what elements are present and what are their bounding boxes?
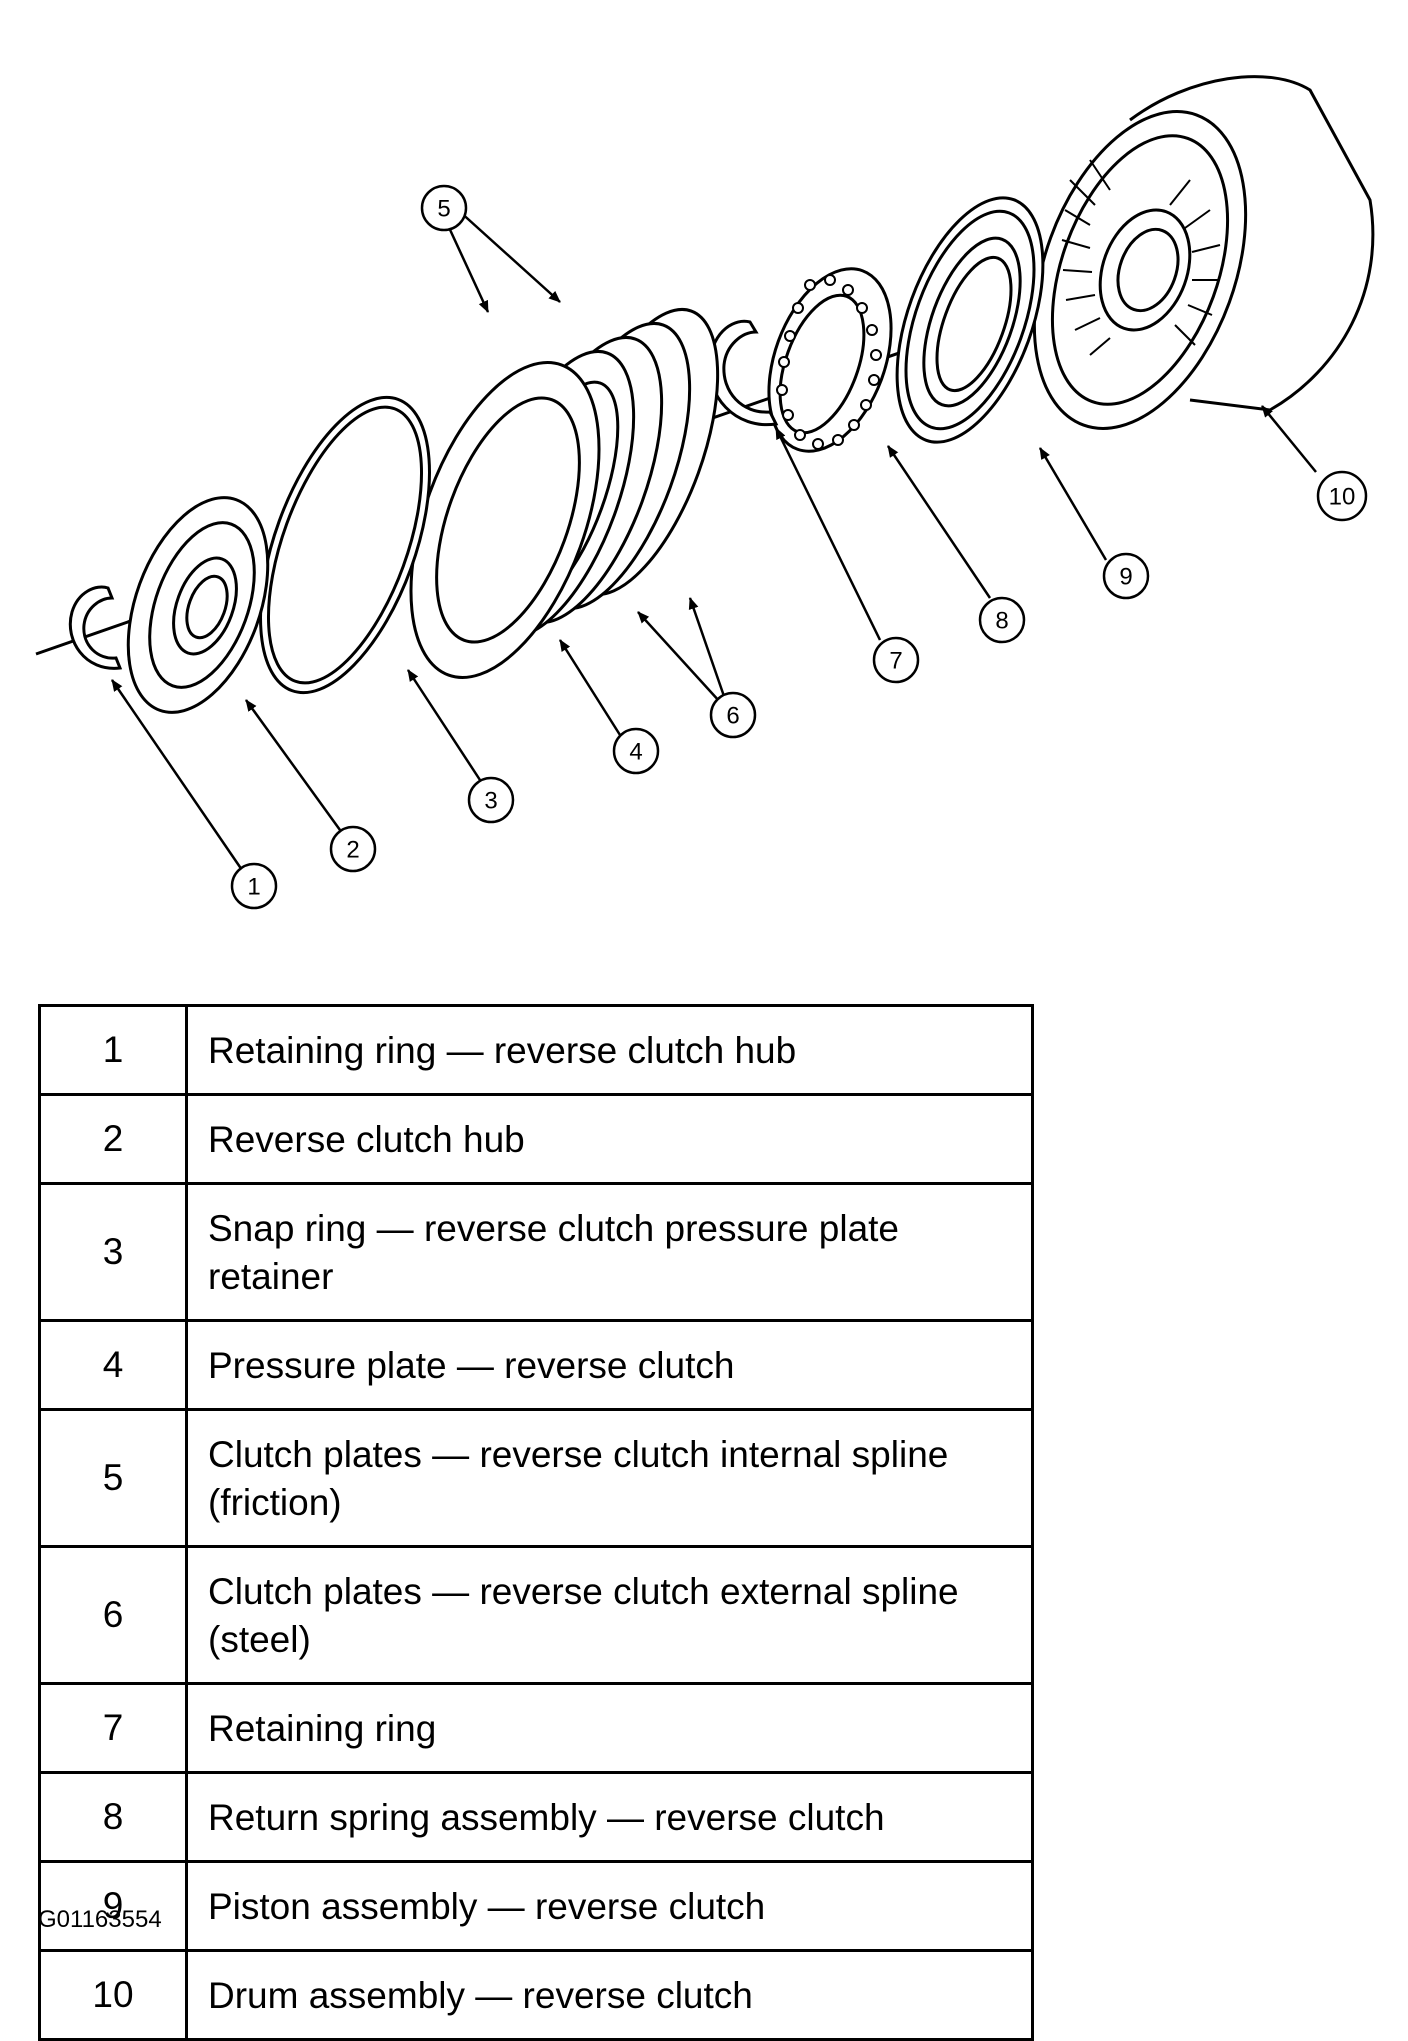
callout-7-label: 7 [889,648,902,675]
table-row: 1 Retaining ring — reverse clutch hub [38,1004,1034,1096]
callout-1-label: 1 [247,874,260,901]
exploded-view-diagram: 1 2 3 4 5 6 7 8 9 10 [35,75,1375,910]
legend-description: Retaining ring — reverse clutch hub [185,1004,1034,1096]
callout-9-label: 9 [1119,564,1132,591]
parts-legend-table: 1 Retaining ring — reverse clutch hub 2 … [38,1004,1034,2041]
table-row: 5 Clutch plates — reverse clutch interna… [38,1408,1034,1548]
table-row: 3 Snap ring — reverse clutch pressure pl… [38,1182,1034,1322]
callout-3-label: 3 [484,788,497,815]
table-row: 8 Return spring assembly — reverse clutc… [38,1771,1034,1863]
legend-description: Clutch plates — reverse clutch external … [185,1545,1034,1685]
legend-description: Return spring assembly — reverse clutch [185,1771,1034,1863]
table-row: 6 Clutch plates — reverse clutch externa… [38,1545,1034,1685]
legend-number: 9 [38,1860,188,1952]
callout-8-label: 8 [995,608,1008,635]
callout-10-label: 10 [1329,484,1356,511]
callout-5-label: 5 [437,196,450,223]
table-row: 2 Reverse clutch hub [38,1093,1034,1185]
legend-number: 3 [38,1182,188,1322]
table-row: 4 Pressure plate — reverse clutch [38,1319,1034,1411]
legend-description: Retaining ring [185,1682,1034,1774]
legend-number: 5 [38,1408,188,1548]
callout-6-label: 6 [726,703,739,730]
legend-number: 4 [38,1319,188,1411]
legend-number: 6 [38,1545,188,1685]
drum-assembly-part [1032,75,1375,430]
callout-4-label: 4 [629,739,642,766]
legend-number: 1 [38,1004,188,1096]
legend-description: Pressure plate — reverse clutch [185,1319,1034,1411]
legend-description: Clutch plates — reverse clutch internal … [185,1408,1034,1548]
legend-description: Piston assembly — reverse clutch [185,1860,1034,1952]
piston-assembly-part [895,196,1045,444]
legend-description: Drum assembly — reverse clutch [185,1949,1034,2041]
legend-number: 8 [38,1771,188,1863]
legend-description: Reverse clutch hub [185,1093,1034,1185]
retaining-ring-7-part [707,319,779,427]
figure-id: G01163554 [38,1906,162,1933]
table-row: 9 Piston assembly — reverse clutch [38,1860,1034,1952]
reverse-clutch-hub-part [126,496,270,714]
pressure-plate-part [409,361,601,679]
legend-number: 7 [38,1682,188,1774]
table-row: 10 Drum assembly — reverse clutch [38,1949,1034,2041]
retaining-ring-1-part [68,585,123,670]
snap-ring-3-part [259,395,431,695]
table-row: 7 Retaining ring [38,1682,1034,1774]
return-spring-assembly-part [767,267,893,453]
legend-number: 2 [38,1093,188,1185]
legend-description: Snap ring — reverse clutch pressure plat… [185,1182,1034,1322]
legend-number: 10 [38,1949,188,2041]
callout-2-label: 2 [346,837,359,864]
